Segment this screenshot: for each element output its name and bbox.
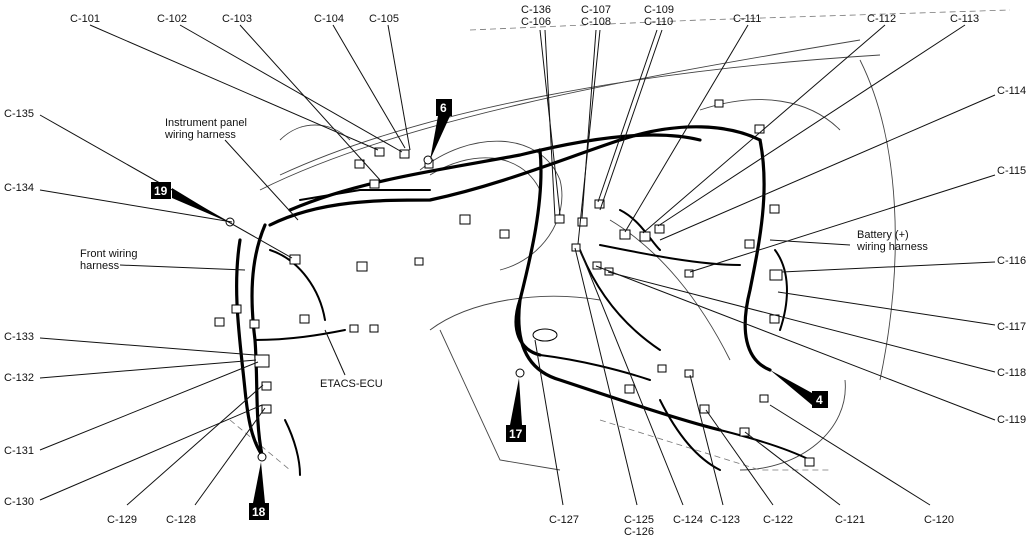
label-c120: C-120: [924, 514, 954, 526]
label-c133: C-133: [4, 331, 34, 343]
badge-4: 4: [770, 370, 828, 408]
note-etacs: ETACS-ECU: [320, 378, 383, 390]
label-c135: C-135: [4, 108, 34, 120]
connector-labels: C-101 C-102 C-103 C-104 C-105 C-136 C-10…: [4, 4, 1026, 538]
note-front-1: Front wiring: [80, 248, 137, 260]
svg-text:4: 4: [816, 393, 823, 407]
label-c122: C-122: [763, 514, 793, 526]
note-front-2: harness: [80, 260, 120, 272]
note-instrument-panel-2: wiring harness: [164, 129, 236, 141]
harness-notes: Instrument panel wiring harness Front wi…: [80, 117, 928, 390]
badge-6: 6: [430, 99, 452, 160]
svg-text:17: 17: [509, 427, 523, 441]
label-c129: C-129: [107, 514, 137, 526]
label-c105: C-105: [369, 13, 399, 25]
label-c124: C-124: [673, 514, 703, 526]
connector-blocks: [214, 99, 815, 467]
label-c115: C-115: [997, 165, 1026, 177]
label-c101: C-101: [70, 13, 100, 25]
label-c136: C-136: [521, 4, 551, 16]
label-c104: C-104: [314, 13, 344, 25]
svg-text:19: 19: [154, 184, 168, 198]
badges: 6 19 4 17 18: [151, 99, 828, 520]
label-c103: C-103: [222, 13, 252, 25]
badge-18: 18: [249, 462, 269, 520]
label-c128: C-128: [166, 514, 196, 526]
badge-17: 17: [506, 378, 526, 442]
label-c116: C-116: [997, 255, 1026, 267]
label-c107: C-107: [581, 4, 611, 16]
label-c127: C-127: [549, 514, 579, 526]
note-battery-1: Battery (+): [857, 229, 909, 241]
label-c112: C-112: [867, 13, 896, 25]
label-c126: C-126: [624, 526, 654, 538]
label-c125: C-125: [624, 514, 654, 526]
label-c106: C-106: [521, 16, 551, 28]
svg-text:6: 6: [440, 101, 447, 115]
label-c114: C-114: [997, 85, 1026, 97]
label-c110: C-110: [644, 16, 673, 28]
badge-19: 19: [151, 182, 228, 222]
label-c123: C-123: [710, 514, 740, 526]
svg-text:18: 18: [252, 505, 266, 519]
label-c117: C-117: [997, 321, 1026, 333]
label-c102: C-102: [157, 13, 187, 25]
label-c131: C-131: [4, 445, 34, 457]
label-c111: C-111: [733, 13, 761, 25]
label-c109: C-109: [644, 4, 674, 16]
label-c113: C-113: [950, 13, 979, 25]
label-c108: C-108: [581, 16, 611, 28]
label-c130: C-130: [4, 496, 34, 508]
leader-lines: [39, 24, 996, 506]
label-c119: C-119: [997, 414, 1026, 426]
label-c121: C-121: [835, 514, 865, 526]
label-c132: C-132: [4, 372, 34, 384]
harness-lines: [235, 125, 811, 476]
label-c118: C-118: [997, 367, 1026, 379]
label-c134: C-134: [4, 182, 34, 194]
note-battery-2: wiring harness: [856, 241, 928, 253]
note-instrument-panel-1: Instrument panel: [165, 117, 247, 129]
